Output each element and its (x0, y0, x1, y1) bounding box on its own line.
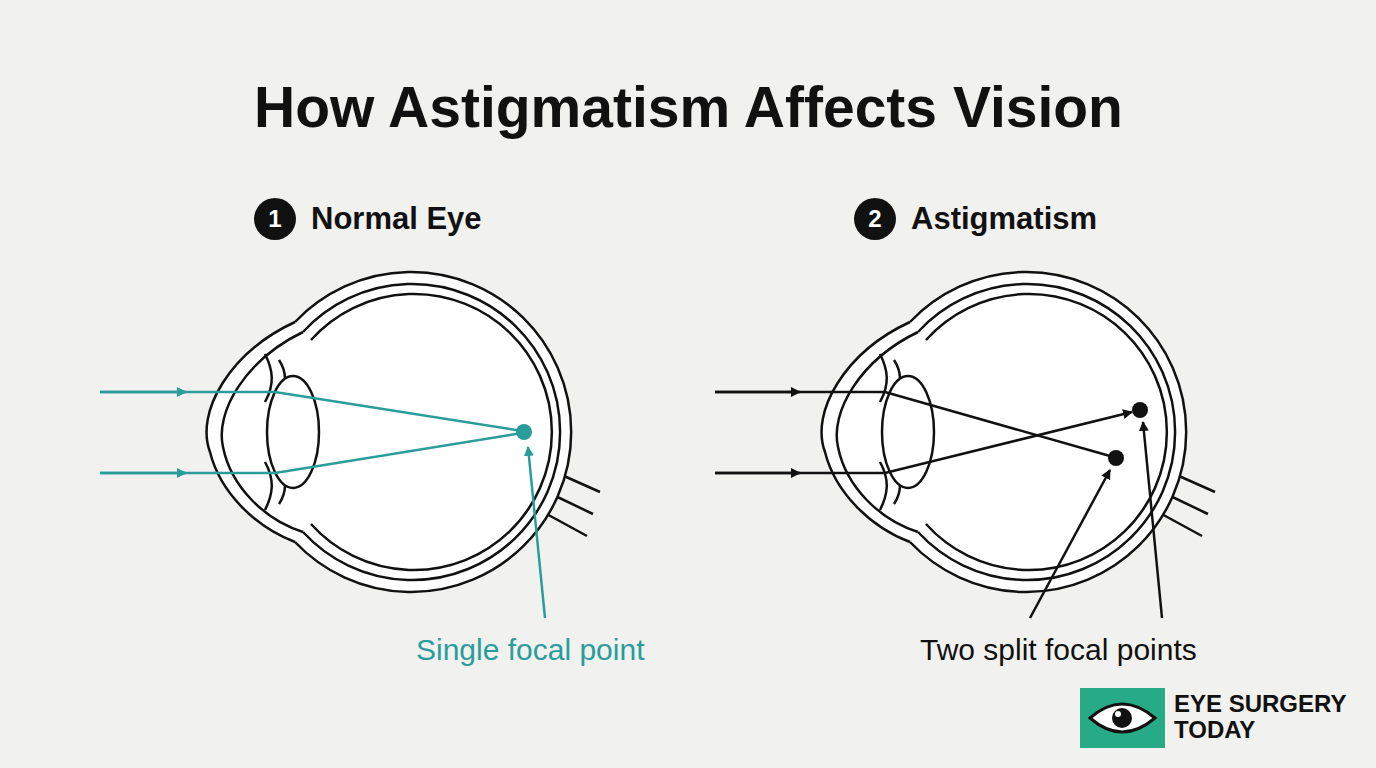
step-number: 2 (854, 198, 896, 240)
focal-label: Single focal point (416, 633, 645, 667)
focal-label: Two split focal points (920, 633, 1197, 667)
step-number: 1 (254, 198, 296, 240)
logo-text: EYE SURGERY TODAY (1174, 691, 1364, 744)
step-title: Normal Eye (311, 201, 482, 237)
step-heading: 2 Astigmatism (854, 198, 1097, 240)
step-heading: 1 Normal Eye (254, 198, 482, 240)
diagram-title: How Astigmatism Affects Vision (254, 74, 1123, 140)
step-title: Astigmatism (911, 201, 1097, 237)
